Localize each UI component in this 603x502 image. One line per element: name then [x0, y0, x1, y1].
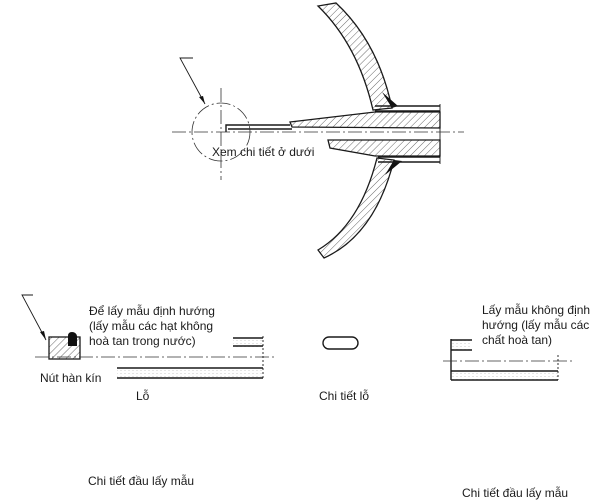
- upper-weld: [382, 92, 398, 108]
- non-directional-purpose-line3: chất hoà tan): [482, 333, 552, 347]
- probe-assembly: Xem chi tiết ở dưới: [172, 2, 464, 259]
- non-directional-sampling-tip: Lấy mẫu không định hướng (lấy mẫu các ch…: [443, 302, 590, 500]
- seal-weld: [68, 332, 77, 346]
- lower-cone: [327, 139, 441, 157]
- hole-detail: Chi tiết lỗ: [319, 336, 369, 403]
- seal-label: Nút hàn kín: [40, 371, 101, 385]
- hole-label: Lỗ: [136, 388, 150, 403]
- directional-purpose-line3: hoà tan trong nước): [89, 334, 196, 348]
- leader-arrow: [179, 57, 206, 105]
- slot-hole: [322, 336, 359, 350]
- upper-cone: [289, 111, 441, 129]
- detail-reference-label: Xem chi tiết ở dưới: [212, 145, 314, 159]
- directional-sampling-tip: Để lấy mẫu định hướng (lấy mẫu các hạt k…: [21, 294, 275, 488]
- right-caption: Chi tiết đầu lấy mẫu: [462, 485, 568, 500]
- probe-tube: [225, 124, 292, 132]
- lower-wall-section: [317, 157, 395, 259]
- upper-wall-section: [316, 2, 393, 111]
- lower-weld: [385, 160, 402, 175]
- left-caption: Chi tiết đầu lấy mẫu: [88, 473, 194, 488]
- non-directional-purpose-line2: hướng (lấy mẫu các: [482, 317, 589, 332]
- hole-detail-caption: Chi tiết lỗ: [319, 388, 369, 403]
- directional-purpose-line2: (lấy mẫu các hạt không: [89, 318, 213, 333]
- directional-purpose-line1: Để lấy mẫu định hướng: [89, 303, 215, 318]
- detail-circle: [191, 102, 251, 162]
- non-directional-purpose-line1: Lấy mẫu không định: [482, 302, 590, 317]
